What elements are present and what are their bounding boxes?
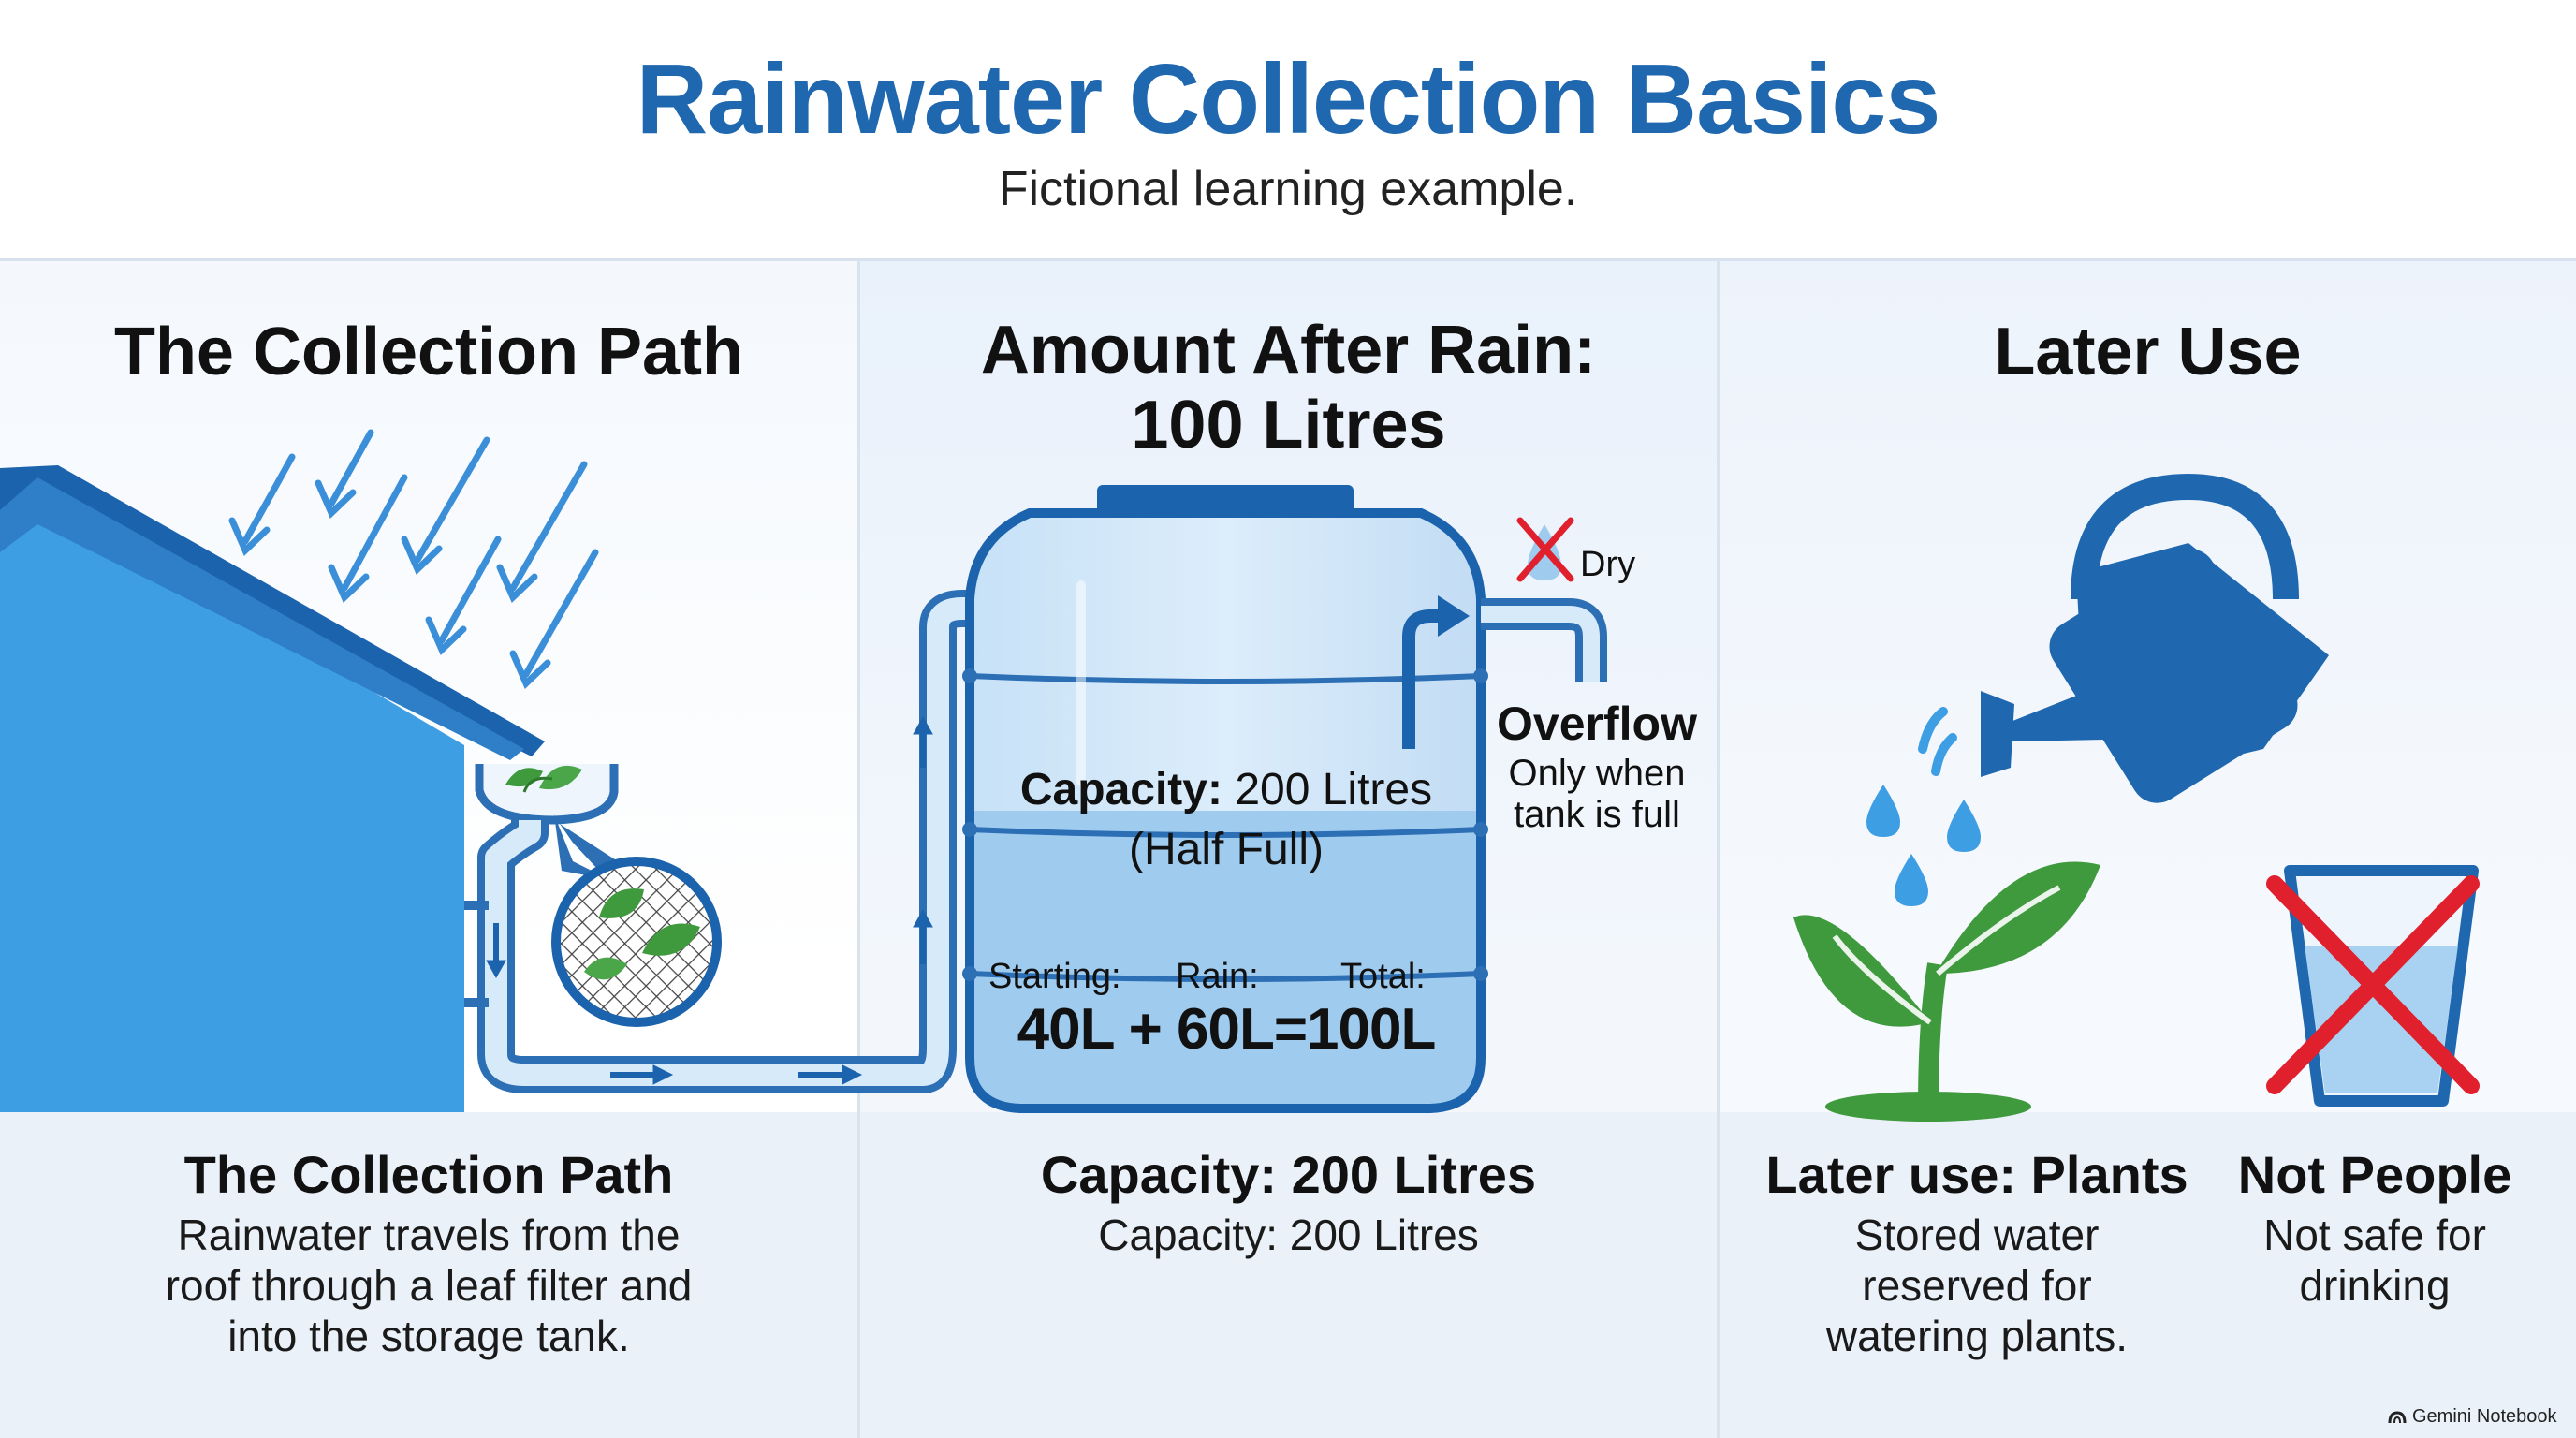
panel-divider-1 — [857, 261, 860, 1438]
collection-caption-text: Rainwater travels from the roof through … — [165, 1211, 693, 1360]
notebook-logo-icon — [2388, 1410, 2407, 1423]
flow-arrow-icon — [486, 923, 506, 979]
sprout-icon — [1793, 861, 2100, 1122]
overflow-line1: Only when — [1508, 753, 1686, 794]
dry-drop-icon — [1516, 517, 1574, 582]
flow-arrow-icon — [610, 1064, 674, 1085]
flow-arrow-icon — [913, 715, 933, 768]
page-subtitle: Fictional learning example. — [998, 162, 1578, 216]
flow-arrow-icon — [913, 908, 933, 964]
dry-status: Dry — [1580, 545, 1636, 584]
watermark-badge: Gemini Notebook — [2388, 1406, 2557, 1428]
overflow-line2: tank is full — [1514, 794, 1680, 835]
rain-arrow-icon — [401, 436, 490, 575]
water-drop-icon — [1947, 800, 1981, 852]
water-drops — [1866, 707, 1981, 906]
gutter-with-leaves — [475, 764, 619, 825]
leaf-filter-icon — [551, 814, 722, 1027]
flow-arrows — [486, 715, 933, 1085]
rain-label: Rain: — [1176, 957, 1259, 996]
red-x-icon — [2266, 875, 2480, 1094]
water-drop-icon — [1895, 854, 1928, 906]
overflow-arrow-icon — [1402, 595, 1470, 749]
rain-arrow-icon — [509, 549, 599, 689]
amount-caption-text: Capacity: 200 Litres — [1098, 1211, 1479, 1259]
collection-panel-title: The Collection Path — [113, 315, 744, 389]
people-caption-text: Not safe for drinking — [2263, 1211, 2486, 1310]
water-drop-icon — [1866, 785, 1900, 837]
amount-panel-title-line2: 100 Litres — [1131, 388, 1446, 462]
rain-arrow-icon — [315, 429, 374, 519]
people-caption-title: Not People — [2237, 1145, 2512, 1204]
plants-caption-title: Later use: Plants — [1765, 1145, 2188, 1204]
rain-arrow-icon — [228, 453, 296, 556]
header-divider — [0, 258, 2576, 261]
amount-panel-title-line1: Amount After Rain: — [980, 313, 1597, 388]
overflow-pipe — [1402, 595, 1607, 749]
tank-fill-state: (Half Full) — [1128, 825, 1324, 874]
caption-band — [0, 1112, 2576, 1438]
later-panel-title: Later Use — [1994, 315, 2302, 389]
overflow-title: Overflow — [1497, 697, 1697, 750]
amount-caption-title: Capacity: 200 Litres — [1040, 1145, 1537, 1204]
rain-arrow-icon — [328, 474, 408, 603]
plants-caption-text: Stored water reserved for watering plant… — [1825, 1211, 2129, 1360]
panel-divider-2 — [1717, 261, 1720, 1438]
rain-arrow-icon — [496, 461, 588, 603]
rain-arrows — [228, 429, 599, 689]
starting-label: Starting: — [988, 957, 1121, 996]
watering-can-icon — [1981, 473, 2329, 803]
house — [0, 465, 545, 1112]
water-tank — [962, 485, 1488, 1113]
page-title: Rainwater Collection Basics — [636, 44, 1941, 154]
downpipe — [464, 590, 981, 1093]
tank-equation: 40L + 60L=100L — [1017, 997, 1437, 1062]
total-label: Total: — [1340, 957, 1426, 996]
tank-capacity-label: Capacity: 200 Litres — [1019, 765, 1433, 814]
rain-arrow-icon — [425, 536, 502, 655]
tank-water-fill — [970, 811, 1481, 1108]
header: Rainwater Collection Basics Fictional le… — [0, 0, 2576, 260]
collection-caption-title: The Collection Path — [183, 1145, 674, 1204]
flow-arrow-icon — [798, 1064, 863, 1085]
